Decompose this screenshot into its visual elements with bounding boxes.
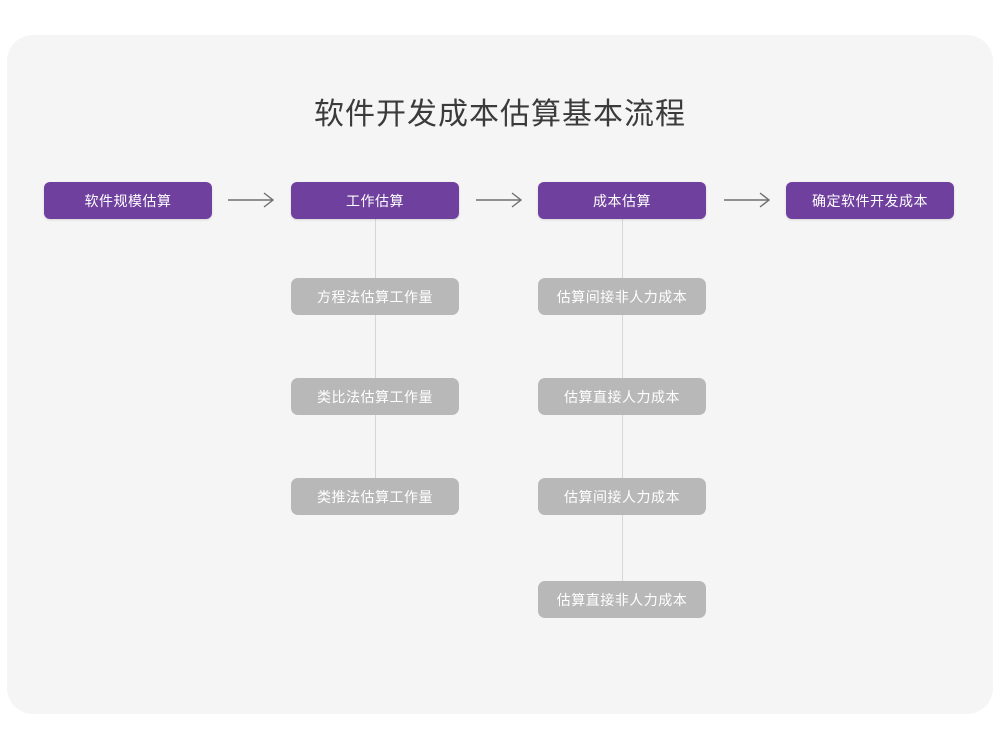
sub-node-analogy-method-effort[interactable]: 类比法估算工作量 [291,378,459,415]
arrow-3 [724,190,772,210]
arrow-1 [228,190,276,210]
sub-node-direct-labor-cost[interactable]: 估算直接人力成本 [538,378,706,415]
content-card [7,35,993,714]
connector-line-work [375,219,376,501]
sub-node-inference-method-effort[interactable]: 类推法估算工作量 [291,478,459,515]
sub-node-equation-method-effort[interactable]: 方程法估算工作量 [291,278,459,315]
sub-node-indirect-non-labor-cost[interactable]: 估算间接非人力成本 [538,278,706,315]
flow-node-software-scale-estimation[interactable]: 软件规模估算 [44,182,212,219]
sub-node-indirect-labor-cost[interactable]: 估算间接人力成本 [538,478,706,515]
page-title: 软件开发成本估算基本流程 [314,98,686,131]
flow-node-determine-development-cost[interactable]: 确定软件开发成本 [786,182,954,219]
flow-node-work-estimation[interactable]: 工作估算 [291,182,459,219]
flow-node-cost-estimation[interactable]: 成本估算 [538,182,706,219]
sub-node-direct-non-labor-cost[interactable]: 估算直接非人力成本 [538,581,706,618]
arrow-2 [476,190,524,210]
